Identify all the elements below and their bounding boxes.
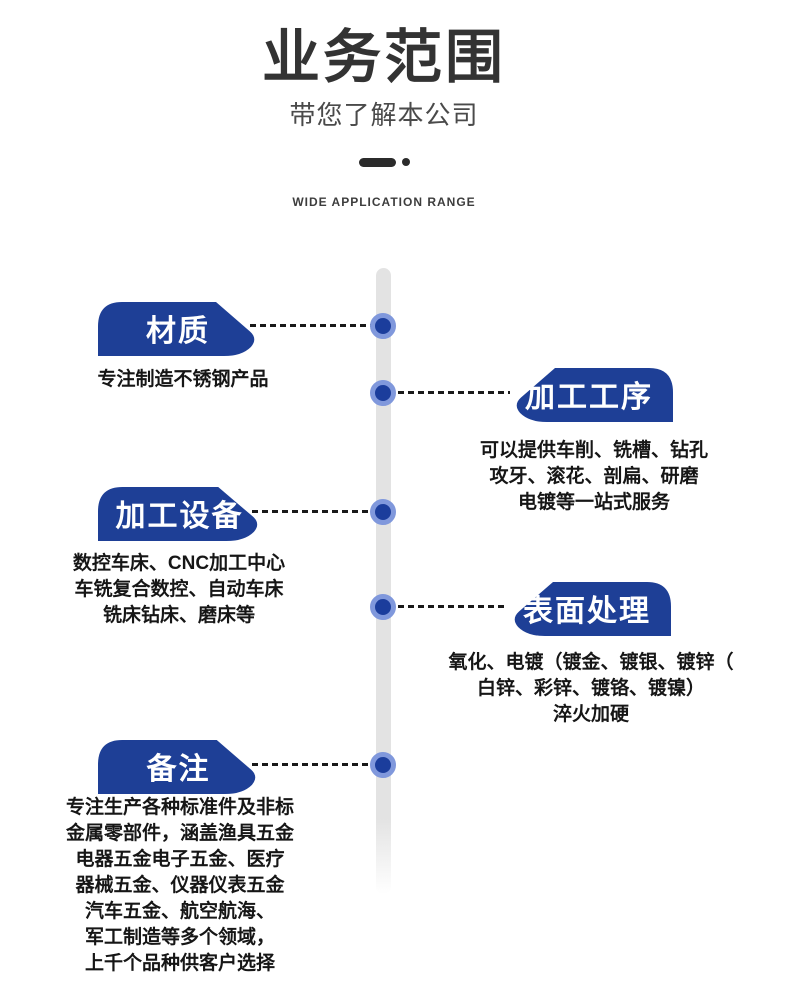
timeline-dot-remarks xyxy=(370,752,396,778)
timeline-dot-surface xyxy=(370,594,396,620)
pill-shape-right-icon xyxy=(516,368,673,422)
timeline-bar xyxy=(376,268,391,894)
section-desc-process: 可以提供车削、铣槽、钻孔 攻牙、滚花、剖扁、研磨 电镀等一站式服务 xyxy=(479,440,708,513)
section-label-process: 加工工序 xyxy=(525,381,653,414)
section-desc-remarks: 专注生产各种标准件及非标 金属零部件，涵盖渔具五金 电器五金电子五金、医疗 器械… xyxy=(65,797,294,974)
connector-line-equipment xyxy=(252,510,378,513)
connector-line-remarks xyxy=(252,763,378,766)
section-label-surface: 表面处理 xyxy=(523,595,651,628)
page-tagline: WIDE APPLICATION RANGE xyxy=(292,195,476,209)
timeline-dot-material xyxy=(370,313,396,339)
pill-shape-left-icon xyxy=(98,302,255,356)
dash-dot-divider-icon xyxy=(0,156,768,168)
section-desc-surface: 氧化、电镀（镀金、镀银、镀锌（ 白锌、彩锌、镀铬、镀镍） 淬火加硬 xyxy=(448,652,734,725)
section-pill-surface: 表面处理 xyxy=(503,582,671,636)
dash-icon xyxy=(358,157,396,167)
timeline-dot-process xyxy=(370,380,396,406)
pill-shape-left-icon xyxy=(98,740,256,794)
pill-shape-right-icon xyxy=(514,582,671,636)
section-label-material: 材质 xyxy=(146,315,210,348)
page-subtitle: 带您了解本公司 xyxy=(289,100,479,130)
section-pill-equipment: 加工设备 xyxy=(98,487,261,541)
connector-line-process xyxy=(388,391,510,394)
connector-line-surface xyxy=(388,605,506,608)
section-pill-process: 加工工序 xyxy=(505,368,673,422)
connector-line-material xyxy=(250,324,378,327)
timeline-dot-equipment xyxy=(370,499,396,525)
section-label-equipment: 加工设备 xyxy=(115,500,244,533)
page-title: 业务范围 xyxy=(261,25,506,90)
section-label-remarks: 备注 xyxy=(146,753,211,786)
section-pill-remarks: 备注 xyxy=(98,740,259,794)
dot-icon xyxy=(401,158,410,166)
section-desc-material: 专注制造不锈钢产品 xyxy=(97,369,269,390)
pill-shape-left-icon xyxy=(98,487,258,541)
section-desc-equipment: 数控车床、CNC加工中心 车铣复合数控、自动车床 铣床钻床、磨床等 xyxy=(72,553,286,626)
section-pill-material: 材质 xyxy=(98,302,258,356)
